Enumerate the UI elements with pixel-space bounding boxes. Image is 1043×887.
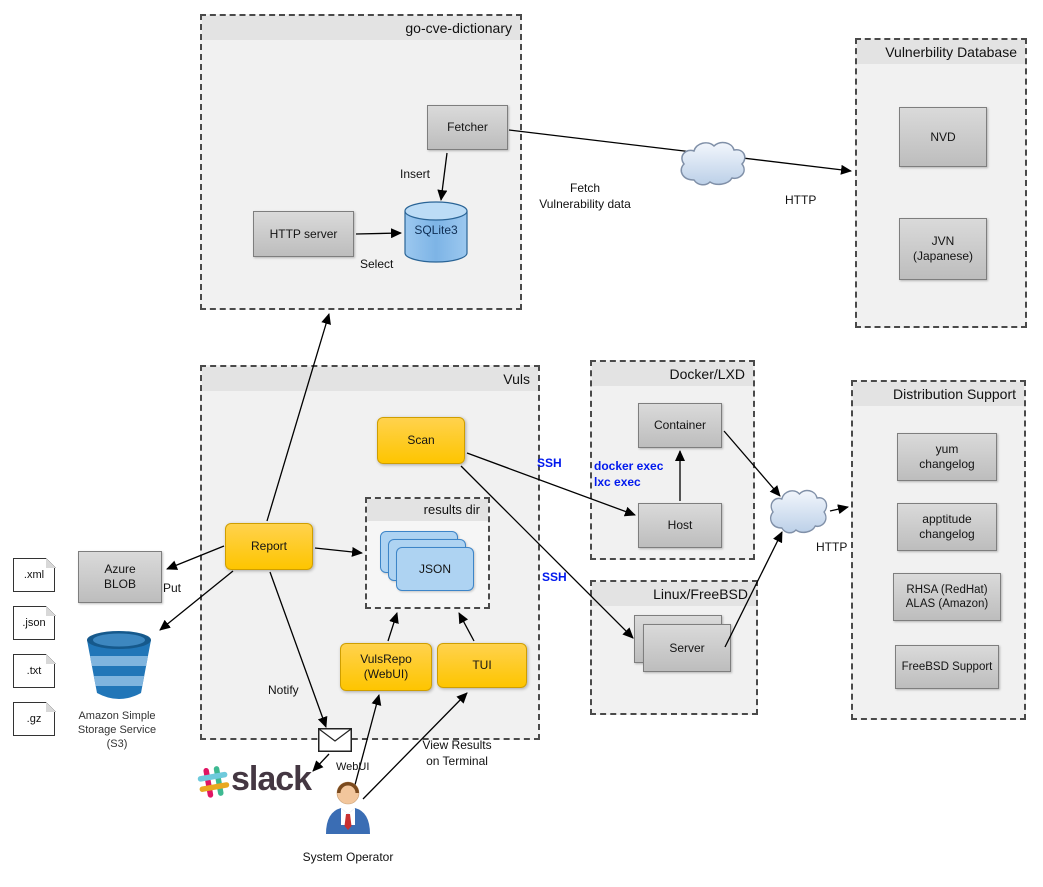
- label-select: Select: [360, 257, 394, 271]
- node-nvd: NVD: [899, 107, 987, 167]
- cloud-icon: [680, 141, 746, 186]
- node-rhsa-alas: RHSA (RedHat) ALAS (Amazon): [893, 573, 1001, 621]
- file-badge-txt-label: .txt: [26, 665, 42, 677]
- group-title-vuls: Vuls: [202, 367, 538, 391]
- cloud-icon-dist: [770, 489, 828, 534]
- group-title-results-dir: results dir: [367, 499, 488, 521]
- node-json: JSON: [396, 547, 474, 591]
- file-badge-txt: .txt: [13, 653, 56, 688]
- person-icon: [326, 781, 370, 834]
- node-tui: TUI: [437, 643, 527, 688]
- label-ssh-linux: SSH: [542, 570, 567, 584]
- node-yum-changelog: yum changelog: [897, 433, 997, 481]
- node-server: Server: [643, 624, 731, 672]
- label-insert: Insert: [400, 167, 431, 181]
- file-badge-json: .json: [13, 605, 56, 640]
- caption-s3: Amazon Simple Storage Service (S3): [77, 710, 157, 750]
- group-title-distribution-support: Distribution Support: [853, 382, 1024, 406]
- node-apptitude-changelog: apptitude changelog: [897, 503, 997, 551]
- node-scan: Scan: [377, 417, 465, 464]
- slack-hash-icon: [197, 766, 230, 798]
- slack-wordmark: slack: [231, 760, 312, 798]
- group-title-vulnerability-database: Vulnerbility Database: [857, 40, 1025, 64]
- arrow-envelope-to-slack: [312, 753, 330, 772]
- label-docker-exec: docker exec lxc exec: [594, 459, 664, 489]
- file-badge-xml: .xml: [13, 557, 56, 592]
- group-go-cve-dictionary: go-cve-dictionary: [200, 14, 522, 310]
- label-ssh-docker: SSH: [537, 456, 562, 470]
- label-notify: Notify: [268, 683, 299, 697]
- node-container: Container: [638, 403, 722, 448]
- node-sqlite3-label: SQLite3: [414, 223, 458, 237]
- label-http-dist: HTTP: [816, 540, 848, 554]
- label-fetch-vulnerability-data: Fetch Vulnerability data: [539, 181, 631, 211]
- file-badge-json-label: .json: [22, 617, 46, 629]
- node-azure-blob: Azure BLOB: [78, 551, 162, 603]
- caption-system-operator: System Operator: [302, 850, 394, 864]
- file-badge-gz: .gz: [13, 701, 56, 736]
- node-jvn: JVN (Japanese): [899, 218, 987, 280]
- file-badge-xml-label: .xml: [23, 569, 45, 581]
- file-badge-gz-label: .gz: [26, 713, 42, 725]
- node-fetcher: Fetcher: [427, 105, 508, 150]
- node-host: Host: [638, 503, 722, 548]
- label-view-results: View Results on Terminal: [422, 738, 492, 768]
- group-title-go-cve-dictionary: go-cve-dictionary: [202, 16, 520, 40]
- label-put: Put: [163, 581, 182, 595]
- node-report: Report: [225, 523, 313, 570]
- arrow-fetcher-to-vulndb: [508, 129, 852, 175]
- node-http-server: HTTP server: [253, 211, 354, 257]
- label-webui: WebUI: [336, 761, 370, 773]
- group-title-docker-lxd: Docker/LXD: [592, 362, 753, 386]
- node-freebsd-support: FreeBSD Support: [895, 645, 999, 689]
- group-title-linux-freebsd: Linux/FreeBSD: [592, 582, 756, 606]
- group-vulnerability-database: Vulnerbility Database: [855, 38, 1027, 328]
- label-http-fetch: HTTP: [785, 193, 817, 207]
- arrow-cloud-to-distsupport: [829, 504, 849, 515]
- node-vulsrepo: VulsRepo (WebUI): [340, 643, 432, 691]
- s3-bucket-icon: [87, 631, 151, 699]
